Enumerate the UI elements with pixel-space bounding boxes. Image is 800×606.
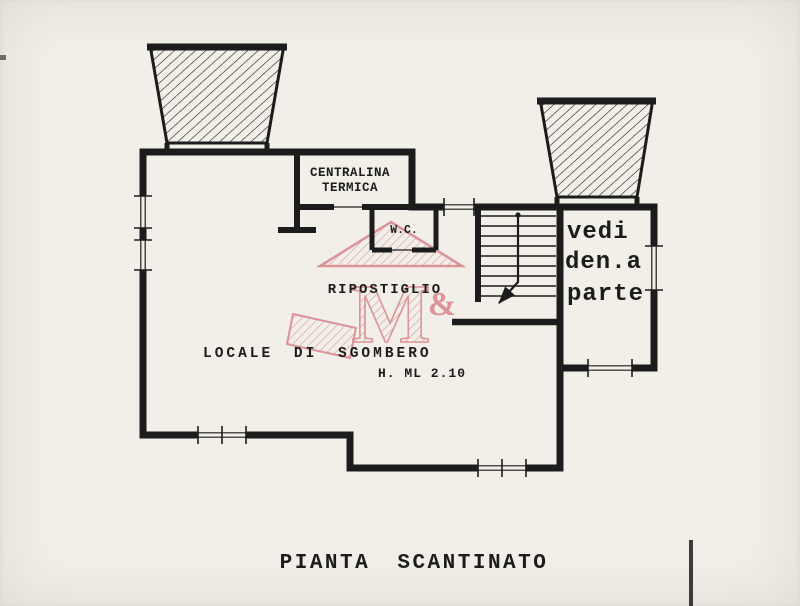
scan-artifacts xyxy=(0,55,693,606)
window-symbol xyxy=(134,239,152,271)
window-symbol xyxy=(134,195,152,229)
room-label-wc: W.C. xyxy=(390,224,418,237)
room-label-locale-sgombero: LOCALE DI SGOMBERO xyxy=(203,346,432,362)
room-labels: CENTRALINA TERMICA W.C. RIPOSTIGLIO LOCA… xyxy=(203,166,644,381)
internal-staircase xyxy=(481,212,556,304)
watermark-banner xyxy=(285,312,358,360)
watermark-ampersand: & xyxy=(428,286,456,323)
interior-walls xyxy=(278,152,560,326)
room-label-vedi-line1: vedi xyxy=(567,219,629,246)
room-label-vedi-line3: parte xyxy=(567,281,644,308)
window-symbol xyxy=(645,245,663,291)
window-symbol xyxy=(443,198,475,216)
scan-artifact-right-line xyxy=(689,540,693,606)
external-stair-top-left xyxy=(147,43,287,155)
room-label-ripostiglio: RIPOSTIGLIO xyxy=(328,282,442,298)
room-label-centralina-line2: TERMICA xyxy=(322,181,378,195)
watermark-letter: M xyxy=(351,268,430,361)
ceiling-height-note: H. ML 2.10 xyxy=(378,366,466,381)
external-stair-top-right xyxy=(537,97,656,210)
window-symbol xyxy=(477,459,527,477)
scan-artifact-left-mark xyxy=(0,55,6,60)
window-symbol xyxy=(197,426,247,444)
window-symbol xyxy=(587,359,633,377)
windows xyxy=(134,195,663,477)
stair-direction-arrow xyxy=(498,215,520,304)
watermark-logo: M & xyxy=(285,220,467,362)
door-openings xyxy=(334,206,412,251)
room-label-vedi-line2: den.a xyxy=(565,249,642,276)
room-label-centralina-line1: CENTRALINA xyxy=(310,166,390,180)
plan-caption: PIANTA SCANTINATO xyxy=(280,552,549,575)
